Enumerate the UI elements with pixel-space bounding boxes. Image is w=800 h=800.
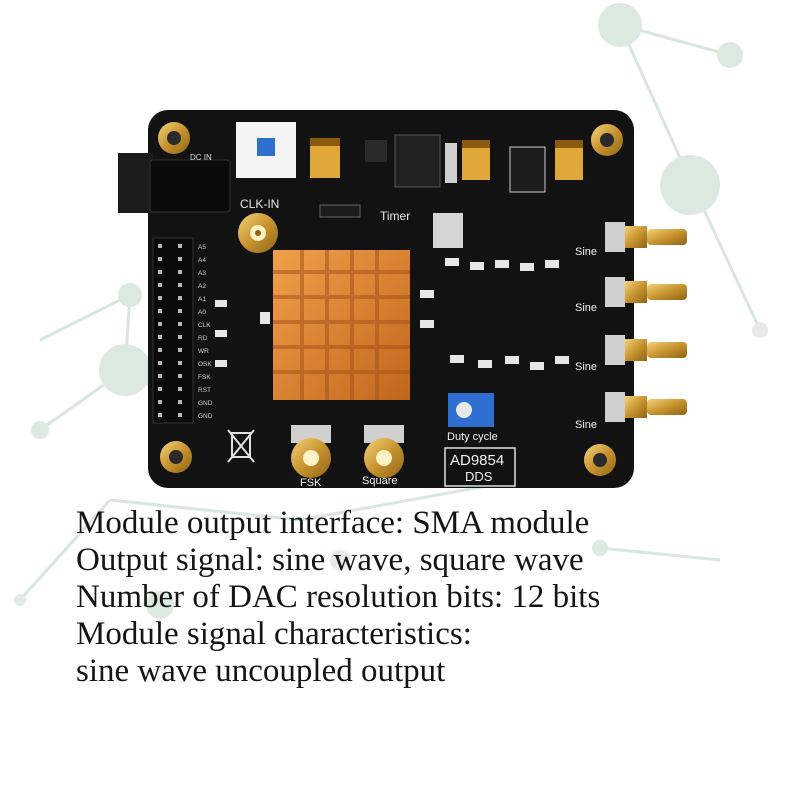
header-pin-label: RD [198, 335, 208, 342]
passive-components [215, 258, 569, 370]
header-pin-label: A4 [198, 257, 206, 264]
header-pin-label: A5 [198, 244, 206, 251]
sine-label: Sine [575, 361, 597, 373]
sine-label: Sine [575, 419, 597, 431]
sine-connector-2: Sine [575, 277, 687, 314]
header-pin-label: A1 [198, 296, 206, 303]
spec-output-interface: Module output interface: SMA module [76, 505, 590, 541]
spec-signal-characteristics: Module signal characteristics: [76, 616, 472, 652]
clk-in-sma-connector: CLK-IN [238, 197, 279, 253]
header-pin-label: A3 [198, 270, 206, 277]
spec-output-signal: Output signal: sine wave, square wave [76, 542, 584, 578]
header-pin-label: WR [198, 348, 209, 355]
dc-in-label: DC IN [190, 153, 212, 162]
sine-sma-connectors: Sine Sine Sine Sine [575, 222, 687, 431]
header-pin-label: CLK [198, 322, 211, 329]
header-pin-label: FSK [198, 374, 211, 381]
power-switch [236, 122, 296, 178]
mounting-holes [158, 122, 623, 476]
dc-power-jack: DC IN [118, 153, 231, 213]
top-components [310, 134, 583, 193]
pin-header: A5 A4 A3 A2 A1 A0 CLK RD WR OSK FSK RST … [152, 237, 213, 424]
clk-in-label: CLK-IN [240, 197, 279, 211]
square-label: Square [362, 475, 397, 487]
fsk-sma-connector: FSK [291, 425, 331, 489]
sine-connector-1: Sine [575, 222, 687, 258]
fsk-label: FSK [300, 477, 322, 489]
spec-signal-characteristics-detail: sine wave uncoupled output [76, 653, 446, 689]
sine-connector-4: Sine [575, 392, 687, 431]
timer-area: Timer [319, 204, 463, 248]
sine-connector-3: Sine [575, 335, 687, 373]
timer-label: Timer [380, 209, 410, 223]
square-sma-connector: Square [362, 425, 404, 487]
header-pin-label: GND [198, 413, 213, 420]
header-pin-label: OSK [198, 361, 212, 368]
header-pin-label: A2 [198, 283, 206, 290]
header-pin-label: A0 [198, 309, 206, 316]
weee-bin-icon [227, 429, 255, 463]
sine-label: Sine [575, 246, 597, 258]
duty-cycle-potentiometer: Duty cycle [447, 393, 498, 443]
header-pin-label: RST [198, 387, 211, 394]
spec-dac-bits: Number of DAC resolution bits: 12 bits [76, 579, 601, 615]
chip-sub-label: DDS [465, 469, 493, 484]
sine-label: Sine [575, 302, 597, 314]
heatsink [273, 250, 410, 400]
spec-list: Module output interface: SMA module Outp… [76, 505, 786, 690]
chip-name-label: AD9854 [450, 452, 504, 469]
duty-cycle-label: Duty cycle [447, 431, 498, 443]
header-pin-label: GND [198, 400, 213, 407]
chip-name-box: AD9854 DDS [444, 447, 516, 487]
